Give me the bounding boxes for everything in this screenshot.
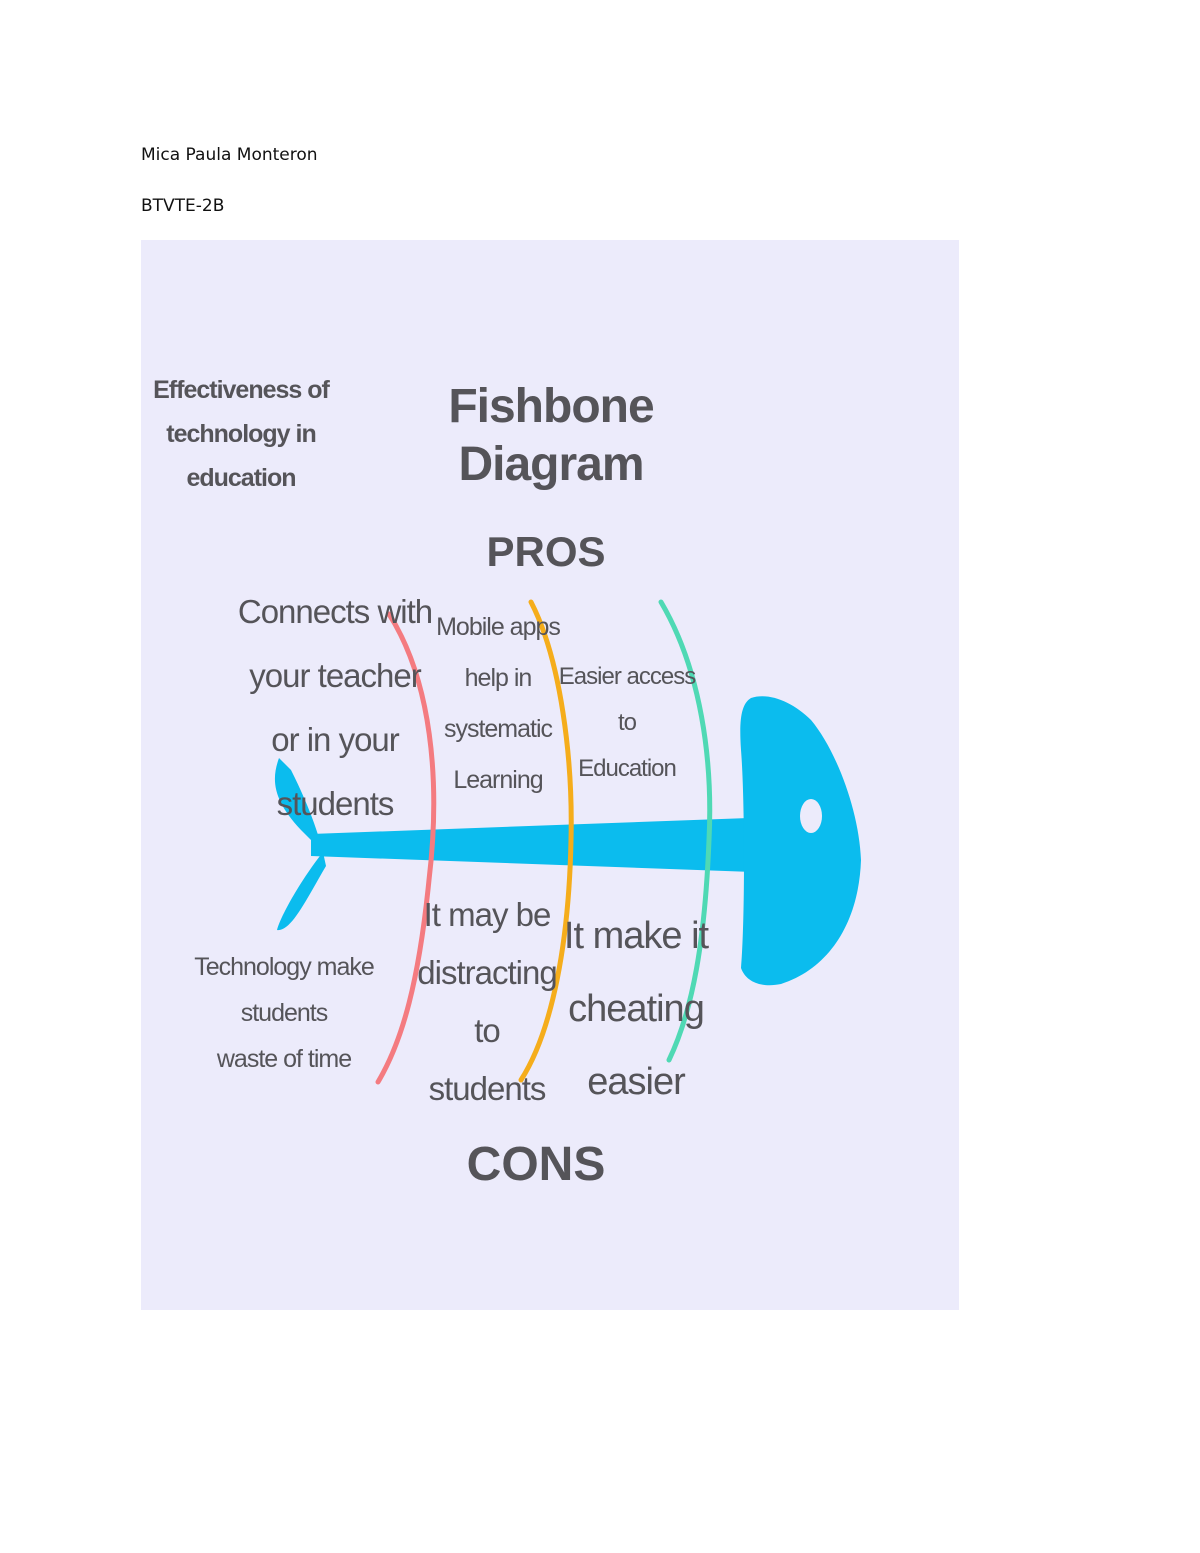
fishbone-graphic: [274, 599, 861, 1085]
fish-tail: [274, 758, 326, 931]
con-item: It may be distracting to students: [417, 896, 557, 1107]
fish-head: [740, 696, 861, 986]
pro-item: Connects with your teacher or in your st…: [237, 593, 433, 822]
fish-eye: [800, 799, 822, 833]
bone-3: [658, 599, 713, 1063]
diagram-title: Fishbone Diagram: [448, 380, 654, 491]
pro-item: Mobile apps help in systematic Learning: [436, 613, 561, 794]
fish-spine: [311, 818, 753, 872]
cons-heading: CONS: [466, 1138, 606, 1191]
bone-1: [375, 611, 437, 1085]
con-item: It make it cheating easier: [563, 915, 709, 1103]
section-code: BTVTE-2B: [141, 196, 225, 216]
pro-item: Easier access to Education: [558, 663, 696, 782]
fishbone-diagram: Effectiveness of technology in education…: [141, 240, 959, 1310]
bone-2: [518, 599, 574, 1083]
con-item: Technology make students waste of time: [194, 953, 375, 1073]
pros-heading: PROS: [486, 528, 606, 575]
diagram-topic: Effectiveness of technology in education: [153, 376, 330, 492]
author-name: Mica Paula Monteron: [141, 145, 318, 165]
